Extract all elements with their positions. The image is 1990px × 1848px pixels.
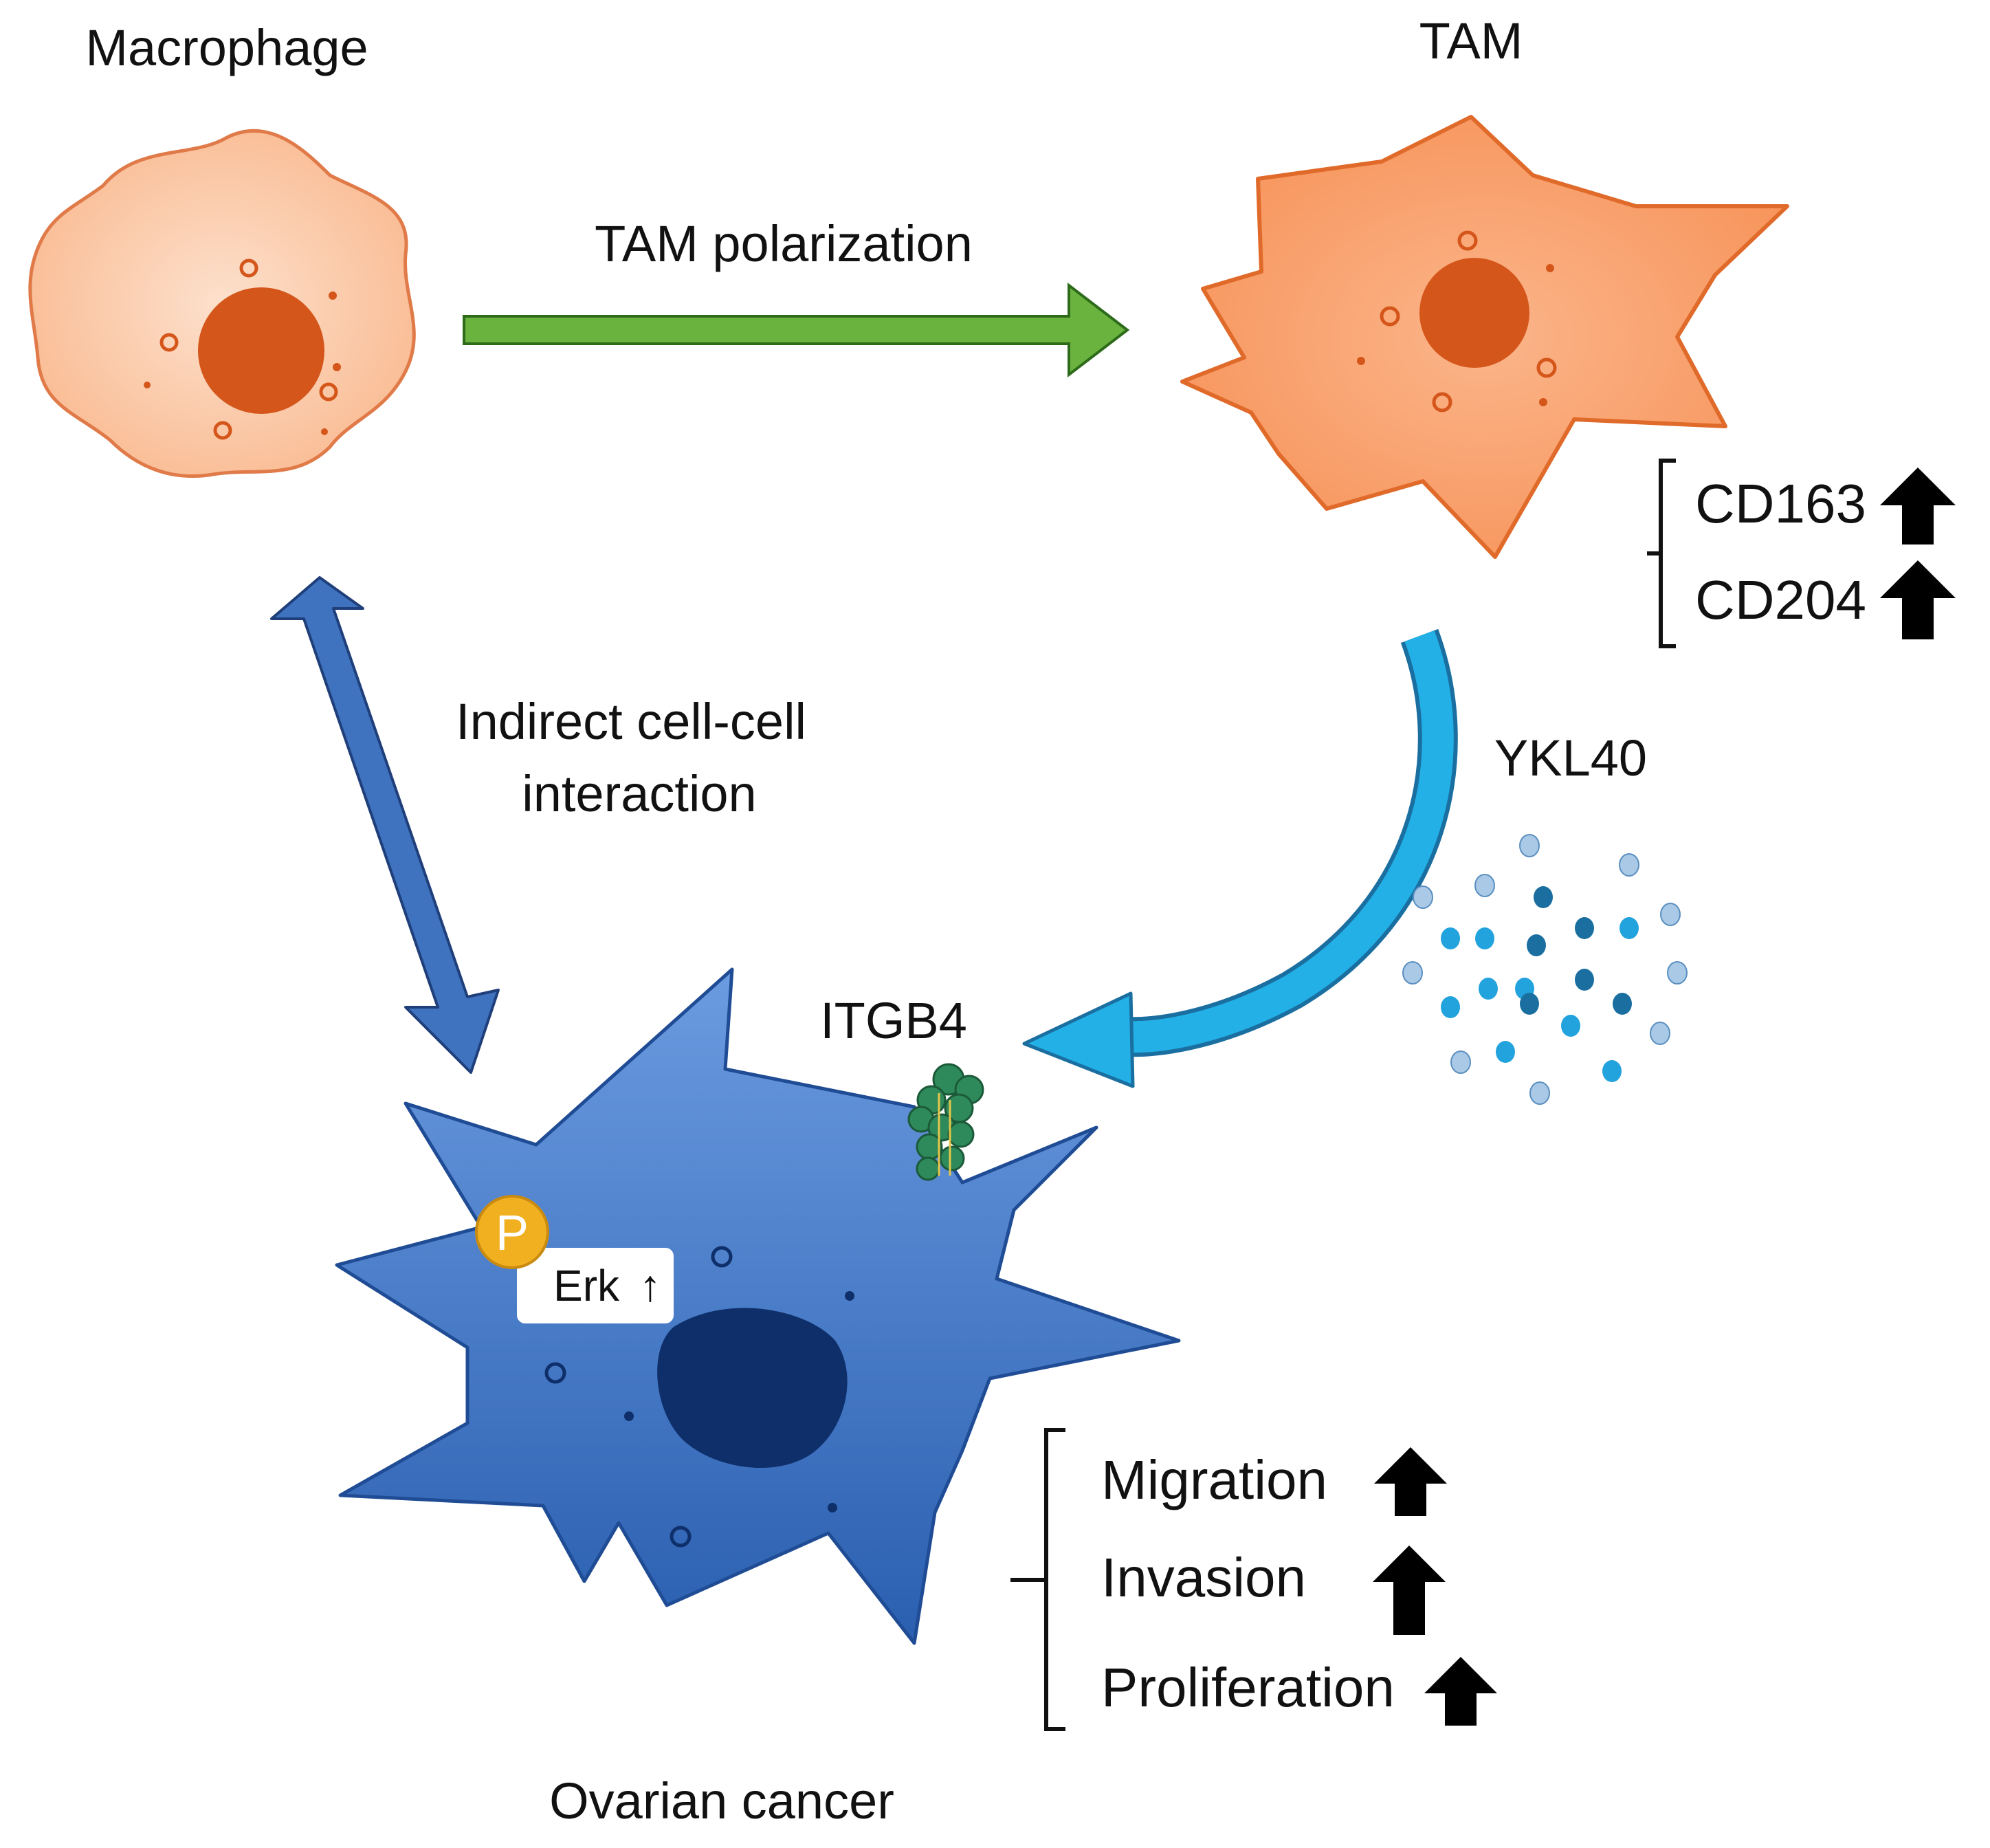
- effect-proliferation: Proliferation: [1101, 1657, 1395, 1718]
- erk-label: Erk: [553, 1261, 620, 1310]
- indirect-interaction-label-1: Indirect cell-cell: [456, 693, 806, 750]
- bold-up-arrow-icon: [1880, 468, 1956, 544]
- tam-markers-group: CD163 CD204: [1647, 459, 1956, 648]
- phospho-label: P: [496, 1206, 529, 1261]
- tam-polarization-label: TAM polarization: [595, 215, 973, 272]
- itgb4-receptor: [907, 1063, 984, 1181]
- cancer-effects-group: Migration Invasion Proliferation: [1010, 1428, 1497, 1731]
- ykl40-molecules: [1402, 834, 1688, 1105]
- erk-box: Erk ↑: [517, 1248, 674, 1323]
- bold-up-arrow-icon: [1374, 1447, 1447, 1516]
- tam-nucleus: [1419, 258, 1529, 368]
- ykl40-label: YKL40: [1494, 729, 1647, 786]
- macrophage-label: Macrophage: [85, 19, 368, 76]
- cancer-effects-bracket: [1010, 1428, 1065, 1731]
- indirect-interaction-arrow: [270, 576, 500, 1074]
- effect-migration: Migration: [1101, 1449, 1327, 1510]
- ykl40-arrow: [1022, 628, 1458, 1088]
- bold-up-arrow-icon: [1373, 1546, 1446, 1635]
- itgb4-label: ITGB4: [820, 992, 967, 1049]
- ovarian-cancer-cell: [335, 967, 1181, 1645]
- ovarian-cancer-label: Ovarian cancer: [549, 1772, 894, 1829]
- tam-label: TAM: [1419, 12, 1523, 69]
- indirect-interaction-label-2: interaction: [522, 765, 756, 822]
- marker-cd163: CD163: [1695, 473, 1866, 534]
- erk-up-arrow: ↑: [639, 1261, 661, 1310]
- tam-polarization-arrow: [463, 282, 1130, 378]
- effect-invasion: Invasion: [1101, 1547, 1306, 1608]
- tam-markers-bracket: [1647, 459, 1676, 648]
- phosphorylation-badge: P: [475, 1195, 549, 1269]
- tam-cell: [1180, 115, 1789, 559]
- cancer-nucleus: [657, 1308, 848, 1468]
- marker-cd204: CD204: [1695, 569, 1866, 630]
- bold-up-arrow-icon: [1424, 1657, 1497, 1726]
- macrophage-cell: [28, 129, 416, 478]
- macrophage-nucleus: [198, 287, 324, 414]
- bold-up-arrow-icon: [1880, 560, 1956, 639]
